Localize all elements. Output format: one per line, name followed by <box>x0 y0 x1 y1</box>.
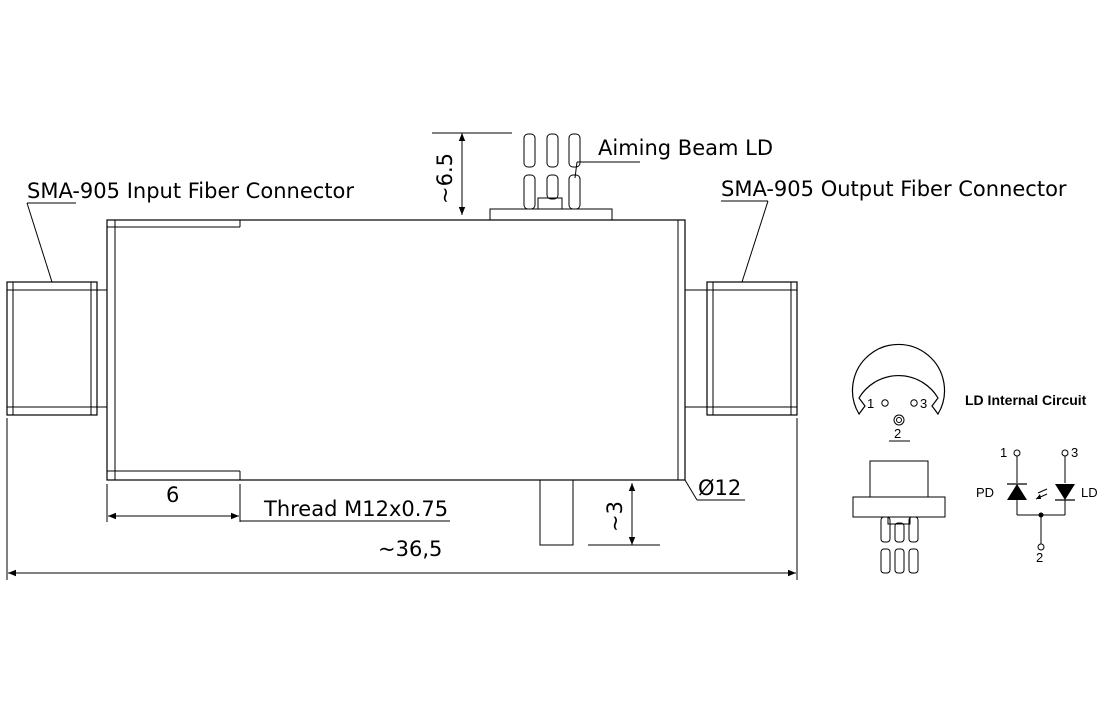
aiming-beam-label: Aiming Beam LD <box>598 136 773 160</box>
diameter-label: Ø12 <box>698 476 741 500</box>
input-connector-shape <box>6 281 108 416</box>
ld-circuit-pin2-label: 2 <box>1036 550 1043 565</box>
aiming-beam-ld-shape <box>489 133 613 221</box>
ld-internal-circuit: LD Internal Circuit 1 3 2 PD LD <box>965 392 1098 565</box>
thread-spec-label: Thread M12x0.75 <box>263 497 448 521</box>
height-top-label: ~6.5 <box>433 153 457 204</box>
output-connector-callout: SMA-905 Output Fiber Connector <box>721 177 1067 283</box>
output-connector-shape <box>684 281 798 416</box>
diameter-callout: Ø12 <box>684 476 745 501</box>
ld-package-side-view <box>852 460 946 574</box>
height-bottom-dimension: ~3 <box>588 483 660 546</box>
height-top-dimension: ~6.5 <box>432 132 512 215</box>
ld-circuit-pin1-label: 1 <box>1000 445 1007 460</box>
aiming-beam-callout: Aiming Beam LD <box>574 136 773 179</box>
overall-length-dimension: ~36,5 <box>6 418 798 580</box>
ld-package-pin2-label: 2 <box>894 426 901 441</box>
thread-length-label: 6 <box>166 483 179 507</box>
ld-package-pin3-label: 3 <box>920 396 927 411</box>
main-body <box>106 219 686 481</box>
thread-length-dimension: 6 <box>106 483 241 522</box>
input-connector-callout: SMA-905 Input Fiber Connector <box>26 179 354 283</box>
input-connector-label: SMA-905 Input Fiber Connector <box>27 179 354 203</box>
ld-label: LD <box>1081 485 1098 500</box>
pd-label: PD <box>976 485 994 500</box>
ld-package-pin1-label: 1 <box>867 396 874 411</box>
ld-package-top-view: 1 3 2 <box>851 343 946 442</box>
ld-circuit-pin3-label: 3 <box>1071 445 1078 460</box>
laser-diode-icon <box>1055 484 1075 500</box>
overall-length-label: ~36,5 <box>378 537 442 561</box>
ld-circuit-title: LD Internal Circuit <box>965 392 1087 408</box>
output-connector-label: SMA-905 Output Fiber Connector <box>721 177 1067 201</box>
thread-spec-callout: Thread M12x0.75 <box>240 497 450 522</box>
photodiode-icon <box>1007 484 1027 500</box>
bottom-stub <box>539 479 574 546</box>
height-bottom-label: ~3 <box>603 501 627 532</box>
